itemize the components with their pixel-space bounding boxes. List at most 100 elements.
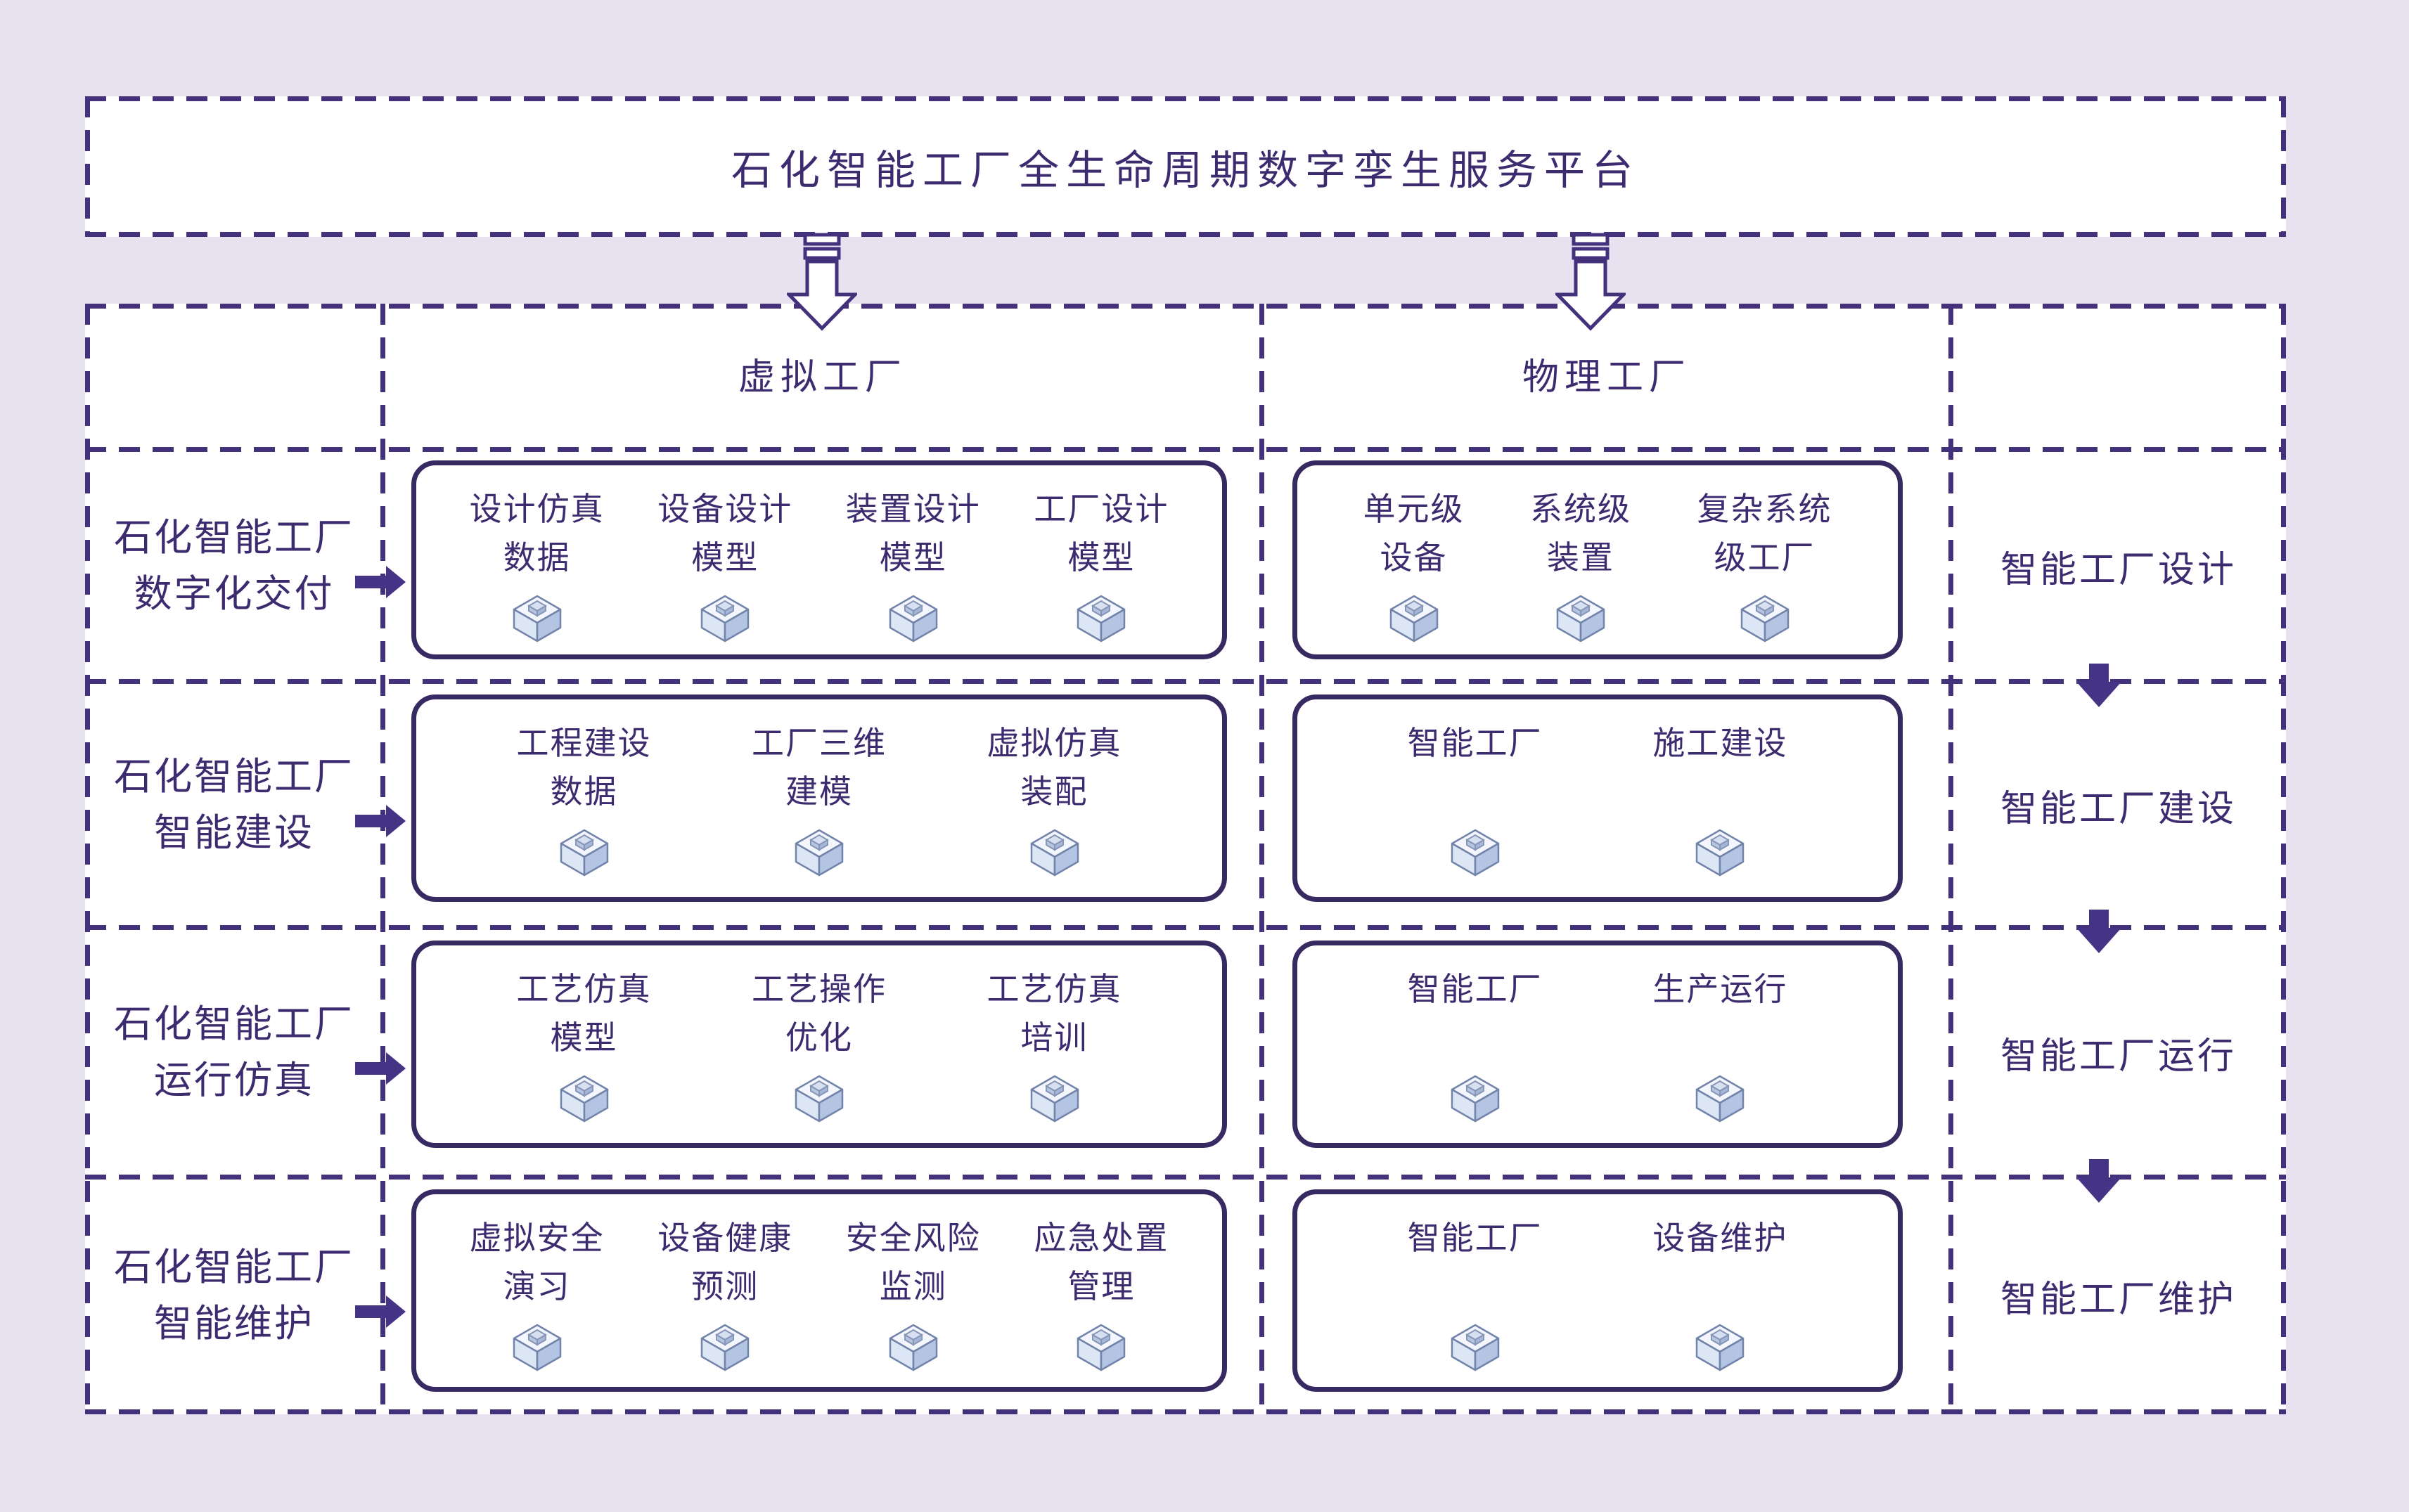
capability-item: 施工建设 — [1652, 719, 1787, 884]
cube-3d-icon — [1694, 1322, 1746, 1378]
item-label: 设备维护 — [1652, 1220, 1788, 1256]
capability-item: 复杂系统 级工厂 — [1697, 485, 1832, 650]
item-label: 装置设计 模型 — [845, 491, 981, 576]
capability-item: 设计仿真 数据 — [470, 485, 605, 650]
down-arrow-icon — [2076, 1159, 2121, 1203]
down-arrow-icon — [2076, 664, 2121, 707]
stage-label-maintenance: 智能工厂维护 — [2000, 1279, 2237, 1320]
column-header-virtual: 虚拟工厂 — [738, 357, 907, 398]
row-divider-2 — [85, 925, 2286, 930]
item-label: 虚拟安全 演习 — [469, 1220, 605, 1305]
physical-factory-box-delivery: 单元级 设备 系统级 装置 复杂系统 级工厂 — [1292, 460, 1903, 659]
row-divider-header — [85, 447, 2286, 452]
down-arrow-icon — [2076, 910, 2121, 953]
cube-3d-icon — [1075, 593, 1127, 650]
cube-3d-icon — [1555, 593, 1607, 650]
item-label: 安全风险 监测 — [845, 1220, 981, 1305]
physical-factory-box-maintenance: 智能工厂 设备维护 — [1292, 1189, 1903, 1392]
capability-item: 工艺仿真 培训 — [987, 965, 1122, 1130]
cube-3d-icon — [887, 593, 939, 650]
item-label: 工程建设 数据 — [516, 725, 652, 810]
cube-3d-icon — [699, 593, 751, 650]
virtual-factory-box-delivery: 设计仿真 数据 设备设计 模型 装置设计 模型 工厂设计 模型 — [411, 460, 1227, 659]
item-label: 施工建设 — [1652, 725, 1788, 761]
cube-3d-icon — [793, 1073, 845, 1130]
column-divider-left — [380, 304, 385, 1414]
striped-down-arrow-icon — [1555, 233, 1626, 331]
capability-item: 设备维护 — [1652, 1214, 1787, 1378]
capability-item: 工厂设计 模型 — [1034, 485, 1169, 650]
item-label: 工艺仿真 培训 — [987, 971, 1122, 1056]
capability-item: 安全风险 监测 — [846, 1214, 981, 1378]
item-label: 工厂设计 模型 — [1034, 491, 1169, 576]
item-label: 应急处置 管理 — [1034, 1220, 1169, 1305]
capability-item: 设备健康 预测 — [657, 1214, 792, 1378]
item-label: 系统级 装置 — [1530, 491, 1631, 576]
item-label: 智能工厂 — [1407, 1220, 1543, 1256]
physical-factory-box-construction: 智能工厂 施工建设 — [1292, 694, 1903, 902]
capability-item: 工程建设 数据 — [517, 719, 652, 884]
item-label: 设备设计 模型 — [657, 491, 793, 576]
row-divider-1 — [85, 679, 2286, 684]
cube-3d-icon — [1739, 593, 1791, 650]
row-label-operation-simulation: 石化智能工厂 运行仿真 — [114, 1003, 354, 1101]
right-arrow-icon — [355, 1295, 406, 1328]
cube-3d-icon — [1449, 827, 1501, 884]
cube-3d-icon — [1029, 827, 1081, 884]
right-arrow-icon — [355, 805, 406, 837]
item-label: 生产运行 — [1652, 971, 1788, 1007]
cube-3d-icon — [511, 1322, 563, 1378]
capability-item: 设备设计 模型 — [657, 485, 792, 650]
capability-item: 工厂三维 建模 — [752, 719, 887, 884]
page-title: 石化智能工厂全生命周期数字孪生服务平台 — [731, 148, 1640, 193]
row-label-smart-construction: 石化智能工厂 智能建设 — [114, 756, 354, 854]
cube-3d-icon — [793, 827, 845, 884]
item-label: 智能工厂 — [1407, 971, 1543, 1007]
capability-item: 智能工厂 — [1408, 1214, 1543, 1378]
cube-3d-icon — [699, 1322, 751, 1378]
item-label: 智能工厂 — [1407, 725, 1543, 761]
physical-factory-box-operation: 智能工厂 生产运行 — [1292, 941, 1903, 1148]
column-header-physical: 物理工厂 — [1522, 357, 1691, 398]
item-label: 工艺操作 优化 — [752, 971, 887, 1056]
striped-down-arrow-icon — [787, 233, 857, 331]
capability-item: 生产运行 — [1652, 965, 1787, 1130]
cube-3d-icon — [558, 1073, 610, 1130]
item-label: 复杂系统 级工厂 — [1697, 491, 1832, 576]
cube-3d-icon — [511, 593, 563, 650]
row-label-smart-maintenance: 石化智能工厂 智能维护 — [114, 1246, 354, 1345]
capability-item: 单元级 设备 — [1363, 485, 1465, 650]
cube-3d-icon — [1388, 593, 1440, 650]
capability-item: 应急处置 管理 — [1034, 1214, 1169, 1378]
stage-label-construction: 智能工厂建设 — [2000, 789, 2237, 829]
cube-3d-icon — [887, 1322, 939, 1378]
cube-3d-icon — [1029, 1073, 1081, 1130]
capability-item: 智能工厂 — [1408, 719, 1543, 884]
cube-3d-icon — [1449, 1073, 1501, 1130]
capability-item: 虚拟仿真 装配 — [987, 719, 1122, 884]
column-divider-middle — [1259, 304, 1264, 1414]
stage-label-design: 智能工厂设计 — [2000, 550, 2237, 590]
row-label-digital-delivery: 石化智能工厂 数字化交付 — [114, 517, 354, 615]
item-label: 设计仿真 数据 — [469, 491, 605, 576]
virtual-factory-box-operation: 工艺仿真 模型 工艺操作 优化 工艺仿真 培训 — [411, 941, 1227, 1148]
item-label: 设备健康 预测 — [657, 1220, 793, 1305]
title-box: 石化智能工厂全生命周期数字孪生服务平台 — [85, 96, 2286, 237]
capability-item: 系统级 装置 — [1530, 485, 1631, 650]
item-label: 虚拟仿真 装配 — [987, 725, 1122, 810]
item-label: 工艺仿真 模型 — [516, 971, 652, 1056]
column-divider-right — [1948, 304, 1953, 1414]
capability-item: 智能工厂 — [1408, 965, 1543, 1130]
row-divider-3 — [85, 1175, 2286, 1180]
stage-label-operation: 智能工厂运行 — [2000, 1036, 2237, 1077]
cube-3d-icon — [1694, 827, 1746, 884]
capability-item: 虚拟安全 演习 — [470, 1214, 605, 1378]
virtual-factory-box-construction: 工程建设 数据 工厂三维 建模 虚拟仿真 装配 — [411, 694, 1227, 902]
item-label: 单元级 设备 — [1363, 491, 1465, 576]
right-arrow-icon — [355, 566, 406, 598]
cube-3d-icon — [1075, 1322, 1127, 1378]
virtual-factory-box-maintenance: 虚拟安全 演习 设备健康 预测 安全风险 监测 应急处置 管理 — [411, 1189, 1227, 1392]
capability-item: 装置设计 模型 — [846, 485, 981, 650]
cube-3d-icon — [1694, 1073, 1746, 1130]
capability-item: 工艺仿真 模型 — [517, 965, 652, 1130]
